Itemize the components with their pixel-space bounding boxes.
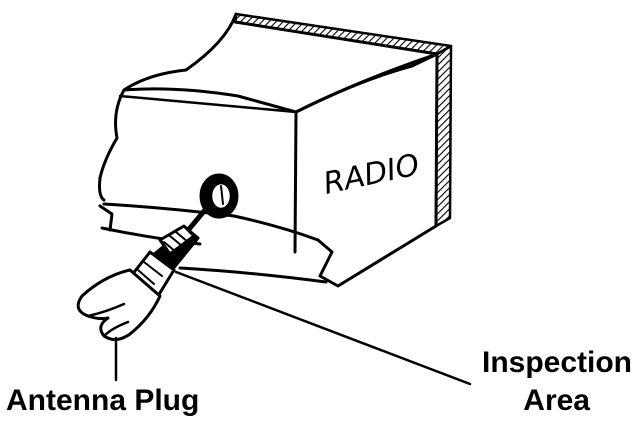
finger-crease (102, 320, 130, 338)
leader-inspection-area (174, 270, 472, 386)
antenna-jack-hole (209, 181, 233, 211)
top-front-edge (118, 94, 298, 114)
radio-lettering: RADIO (320, 147, 422, 201)
top-face (122, 12, 439, 114)
right-face (294, 52, 439, 288)
hand (76, 268, 162, 341)
label-antenna-plug: Antenna Plug (6, 384, 199, 417)
front-corner-edge (293, 110, 298, 254)
lower-ledge (102, 202, 320, 242)
label-inspection: Inspection (482, 346, 632, 379)
antenna-plug (76, 207, 208, 341)
base-line (178, 266, 328, 284)
antenna-jack-pin (220, 185, 224, 205)
boot-lines (137, 261, 163, 285)
leader-lines (114, 270, 472, 386)
label-area: Area (523, 384, 590, 417)
radio-unit (98, 12, 453, 288)
plug-ridges (163, 231, 189, 253)
cutaway-notch (98, 204, 114, 232)
thumb-crease (86, 302, 126, 318)
cutaway-left-edge (98, 88, 126, 202)
